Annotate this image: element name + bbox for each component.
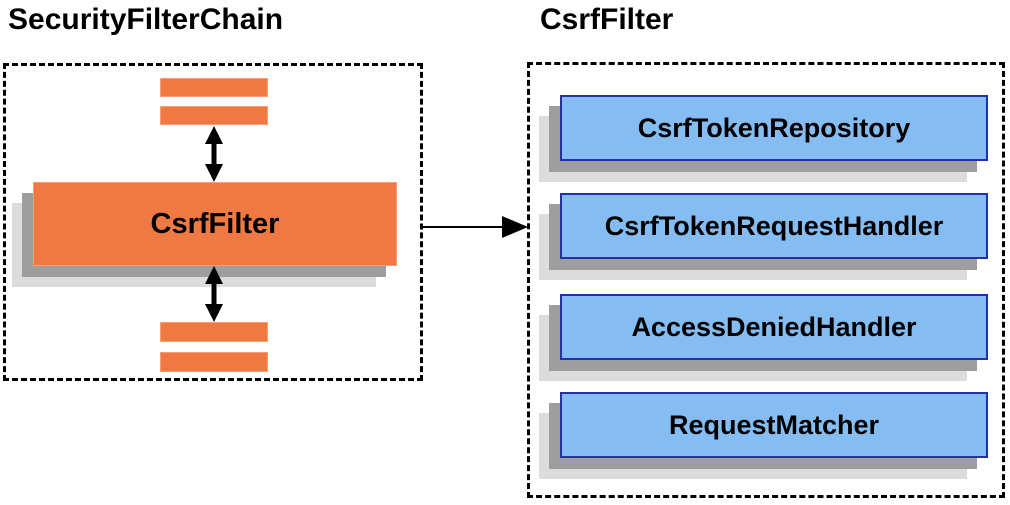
component-label: AccessDeniedHandler <box>631 311 917 342</box>
component-label: CsrfTokenRequestHandler <box>604 210 944 241</box>
filter-chain-bar-bottom-2 <box>160 352 268 372</box>
component-box-access-denied-handler: AccessDeniedHandler <box>560 294 988 360</box>
filter-chain-bar-top-2 <box>160 106 268 125</box>
csrf-filter-title: CsrfFilter <box>540 3 674 36</box>
filter-chain-bar-bottom-1 <box>160 322 268 342</box>
csrf-filter-box-label: CsrfFilter <box>150 207 280 240</box>
component-label: CsrfTokenRepository <box>637 112 911 143</box>
flow-arrow-icon <box>423 216 528 238</box>
security-filter-chain-boundary <box>3 63 423 381</box>
component-label: RequestMatcher <box>668 409 880 440</box>
csrf-filter-box: CsrfFilter <box>33 182 397 266</box>
csrf-filter-boundary <box>527 62 1005 498</box>
security-filter-chain-title: SecurityFilterChain <box>8 3 284 36</box>
component-box-request-matcher: RequestMatcher <box>560 392 988 458</box>
filter-chain-bar-top-1 <box>160 78 268 97</box>
component-box-csrf-token-repository: CsrfTokenRepository <box>560 95 988 161</box>
component-box-csrf-token-request-handler: CsrfTokenRequestHandler <box>560 193 988 259</box>
